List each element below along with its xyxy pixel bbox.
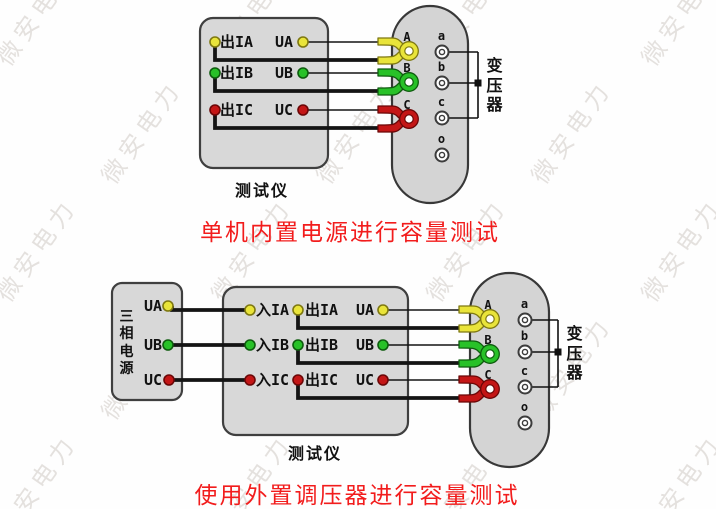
transformer-body-bottom	[468, 271, 551, 469]
terminal-out-ib-bottom	[292, 339, 304, 351]
terminal-in-ib	[244, 339, 256, 351]
current-wire-ib-bottom	[296, 348, 460, 365]
current-wire-ia-bottom	[296, 313, 460, 330]
terminal-out-ic-bottom	[292, 374, 304, 386]
current-wire-ib-top	[213, 76, 379, 93]
source-box	[110, 281, 184, 402]
terminal-uc-bottom	[377, 374, 389, 386]
terminal-in-ic	[244, 374, 256, 386]
terminal-out-ia-bottom	[292, 304, 304, 316]
current-wire-ic-top	[213, 113, 379, 130]
stud-b-bottom	[517, 344, 533, 360]
terminal-ub-bottom	[377, 339, 389, 351]
source-terminal-ua	[162, 300, 174, 312]
stud-a-bottom	[517, 312, 533, 328]
source-terminal-ub	[162, 339, 174, 351]
stud-o-bottom	[517, 415, 533, 431]
terminal-in-ia	[244, 304, 256, 316]
transformer-body-top	[390, 4, 470, 205]
current-wire-ia-top	[213, 45, 379, 62]
stud-a-top	[434, 44, 450, 60]
terminal-out-ib-top	[209, 67, 221, 79]
stud-b-top	[434, 75, 450, 91]
terminal-out-ia-top	[209, 36, 221, 48]
terminal-ua-bottom	[377, 304, 389, 316]
terminal-out-ic-top	[209, 104, 221, 116]
terminal-ub-top	[297, 67, 309, 79]
transformer-bracket-top	[449, 51, 479, 119]
stud-o-top	[434, 147, 450, 163]
bracket-junction-bottom	[554, 348, 562, 356]
stud-c-bottom	[517, 379, 533, 395]
source-terminal-uc	[163, 374, 175, 386]
terminal-uc-top	[297, 104, 309, 116]
current-wire-ic-bottom	[296, 383, 460, 400]
bracket-junction-top	[474, 79, 482, 87]
stud-c-top	[434, 110, 450, 126]
transformer-bracket-bottom	[532, 319, 559, 388]
diagram-top	[198, 4, 482, 205]
terminal-ua-top	[297, 36, 309, 48]
diagram-bottom	[110, 271, 562, 469]
tester-box-top	[198, 16, 330, 170]
